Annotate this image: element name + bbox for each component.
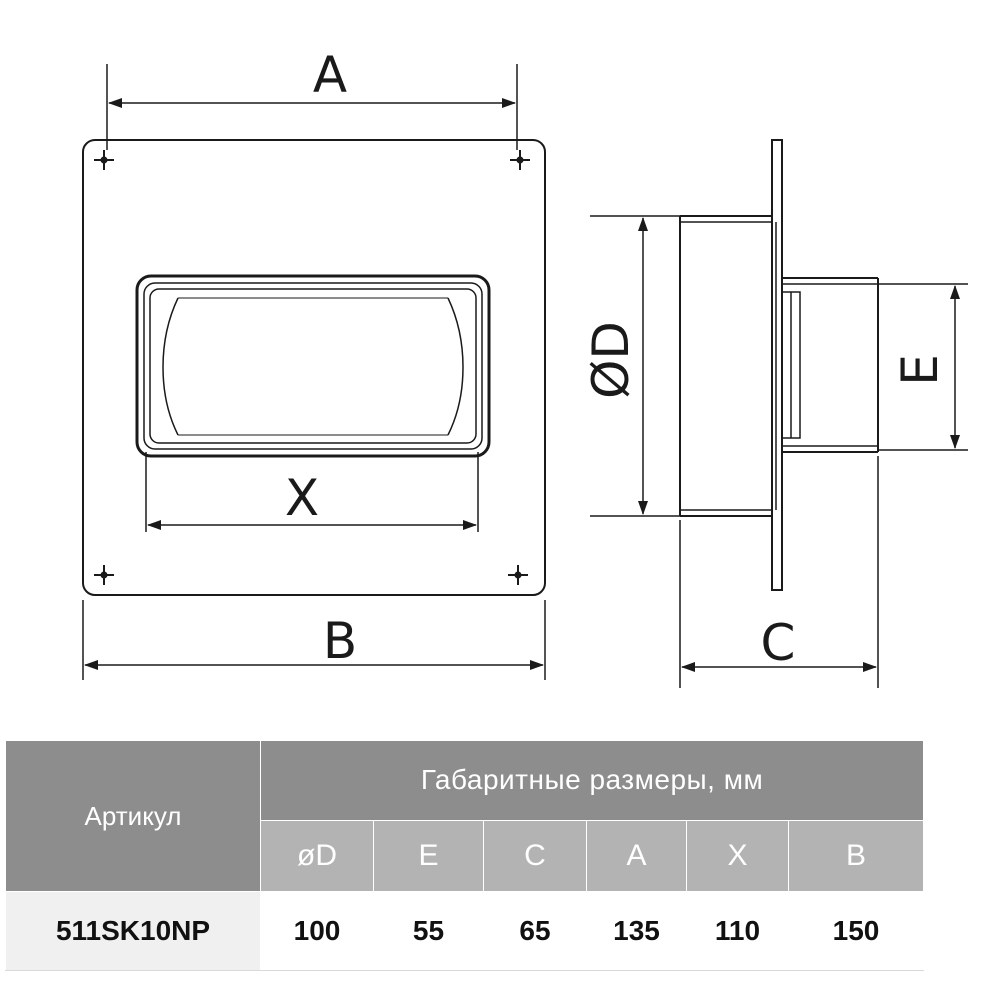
front-view [82,64,546,680]
value-cell-b: 150 [787,891,925,971]
value-cell-d: 100 [260,891,374,971]
column-header-a: A [586,819,687,893]
column-header-c: C [483,819,587,893]
article-header: Артикул [5,740,261,892]
column-header-x: X [686,819,789,893]
dimension-c [679,456,879,688]
value-cell-c: 65 [483,891,587,971]
flat-spigot [781,277,879,453]
duct-opening [135,274,491,458]
column-header-e: E [373,819,484,893]
dimension-b [82,600,546,680]
round-spigot [679,215,777,517]
label-c: C [761,614,796,672]
label-d: ØD [582,321,640,399]
label-a: A [313,46,347,104]
column-header-d: øD [260,819,374,893]
value-cell-e: 55 [373,891,484,971]
label-b: B [323,612,357,670]
side-view [590,139,968,688]
article-cell: 511SK10NP [5,891,261,971]
column-header-b: B [787,819,925,893]
value-cell-a: 135 [586,891,687,971]
dimension-e [878,283,968,451]
label-x: X [285,469,319,527]
side-plate [771,139,783,591]
technical-drawing: A X B [82,46,968,688]
dimension-a [106,64,518,150]
value-cell-x: 110 [686,891,789,971]
dimension-x [145,452,479,532]
dimensions-table: Артикул Габаритные размеры, мм øD E C A … [5,740,925,971]
label-e: E [891,354,949,386]
dimensions-group-header: Габаритные размеры, мм [259,740,925,821]
dimension-d [590,215,680,517]
front-plate [82,139,546,596]
table-row: 511SK10NP 100 55 65 135 110 150 [5,891,925,971]
